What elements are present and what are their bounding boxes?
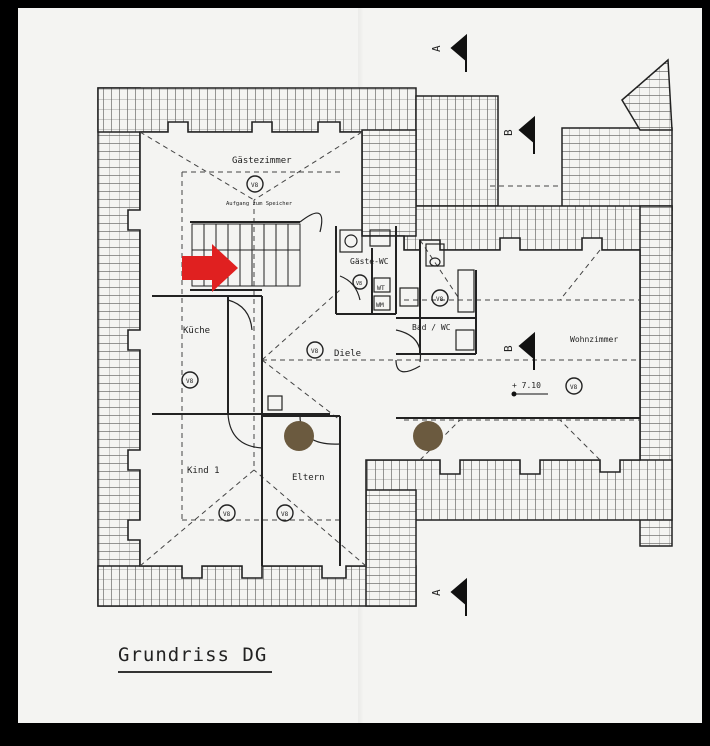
roof-mid-right <box>361 129 673 607</box>
punch-holes <box>284 421 443 451</box>
room-label-aufgang: Aufgang zum Speicher <box>226 201 293 207</box>
plan-title: Grundriss DG <box>118 644 268 666</box>
room-label-bad-wc: Bad / WC <box>412 323 451 332</box>
room-label-kind1: Kind 1 <box>187 466 220 476</box>
stairs <box>191 223 301 287</box>
room-label-gaestezimmer: Gästezimmer <box>232 156 292 166</box>
v8-label: V8 <box>281 511 289 518</box>
room-label-wohnzimmer: Wohnzimmer <box>570 335 618 344</box>
section-label-a-bottom: A <box>430 589 443 596</box>
fixture-label-wm: WM <box>376 301 384 309</box>
v8-label: V8 <box>570 384 578 391</box>
room-label-diele: Diele <box>334 349 361 359</box>
section-markers <box>450 33 535 616</box>
section-label-a-top: A <box>430 45 443 52</box>
v8-label: V8 <box>356 281 362 287</box>
room-label-gaeste-wc: Gäste-WC <box>350 257 389 266</box>
v8-label: V8 <box>251 182 259 189</box>
red-arrow-marker <box>182 244 238 292</box>
section-label-b-mid: B <box>502 345 515 352</box>
v8-label: V8 <box>223 511 231 518</box>
section-label-b-top: B <box>502 129 515 136</box>
sanitary-fixtures <box>267 229 475 411</box>
v8-circles <box>181 175 583 522</box>
v8-label: V8 <box>436 296 444 303</box>
room-label-kueche: Küche <box>183 326 210 336</box>
elevation-label: + 7.10 <box>512 381 541 390</box>
plan-title-underline <box>118 671 272 673</box>
v8-label: V8 <box>186 378 194 385</box>
interior <box>127 121 641 579</box>
room-label-eltern: Eltern <box>292 473 325 483</box>
fixture-label-wt: WT <box>377 284 385 292</box>
elevation-marker <box>511 391 548 397</box>
v8-label: V8 <box>311 348 319 355</box>
walls <box>152 221 640 566</box>
door-swings <box>227 212 422 449</box>
roof-upper-right <box>415 58 673 211</box>
